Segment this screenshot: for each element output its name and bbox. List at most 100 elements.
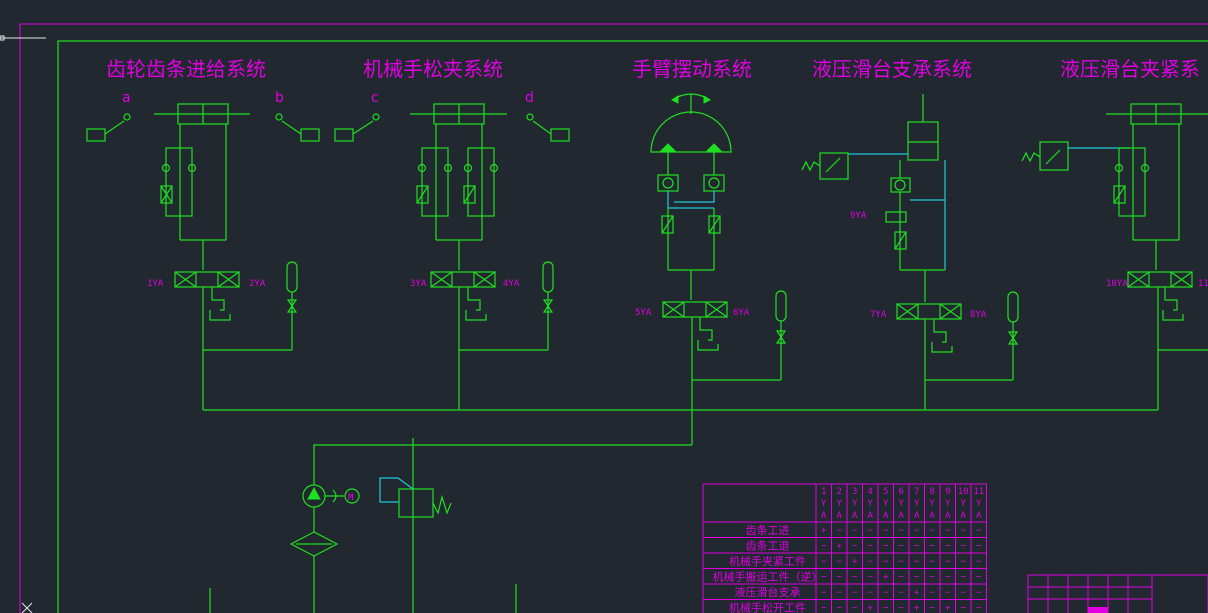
table-cell: − (976, 588, 982, 598)
solenoid-8ya: 8YA (970, 310, 987, 320)
table-cell: + (868, 604, 874, 613)
table-col-header: 3 (852, 487, 857, 497)
table-row-label: 机械手搬运工件（逆） (713, 570, 823, 584)
switch-label-c: c (371, 90, 379, 106)
table-col-header: Y (976, 499, 982, 509)
table-cell: − (899, 573, 905, 583)
table-row-label: 齿条工退 (746, 539, 790, 553)
table-col-header: A (914, 511, 920, 521)
table-cell: − (821, 604, 827, 613)
table-cell: + (945, 604, 951, 613)
arm-swing-circuit (650, 93, 787, 445)
table-cell: + (914, 604, 920, 613)
table-cell: + (837, 542, 843, 552)
table-col-header: Y (883, 499, 889, 509)
table-cell: − (837, 557, 843, 567)
table-cell: − (930, 573, 936, 583)
table-cell: − (868, 557, 874, 567)
table-cell: − (961, 573, 967, 583)
table-cell: − (914, 557, 920, 567)
table-cell: − (899, 557, 905, 567)
switch-label-b: b (275, 90, 284, 106)
table-cell: − (837, 526, 843, 536)
table-cell: − (961, 604, 967, 613)
table-cell: − (899, 526, 905, 536)
motor-label: M (348, 493, 354, 503)
table-cell: − (821, 542, 827, 552)
table-col-header: A (883, 511, 889, 521)
table-cell: − (961, 542, 967, 552)
solenoid-1ya: 1YA (147, 279, 164, 289)
table-cell: − (945, 542, 951, 552)
table-cell: − (899, 542, 905, 552)
title-rack-feed: 齿轮齿条进给系统 (106, 57, 266, 81)
table-cell: − (883, 604, 889, 613)
solenoid-11ya: 11 (1198, 279, 1208, 289)
table-cell: + (852, 557, 858, 567)
table-col-header: Y (961, 499, 967, 509)
table-col-header: A (961, 511, 967, 521)
table-col-header: Y (837, 499, 843, 509)
table-cell: − (883, 557, 889, 567)
table-cell: + (821, 526, 827, 536)
table-col-header: Y (821, 499, 827, 509)
table-cell: − (961, 588, 967, 598)
table-col-header: 9 (945, 487, 950, 497)
table-col-header: 11 (973, 487, 984, 497)
solenoid-10ya: 10YA (1106, 279, 1128, 289)
table-cell: − (976, 542, 982, 552)
table-col-header: 6 (899, 487, 904, 497)
table-cell: + (914, 588, 920, 598)
table-cell: − (945, 526, 951, 536)
table-col-header: Y (852, 499, 858, 509)
title-slide-clamp: 液压滑台夹紧系 (1060, 57, 1200, 81)
table-cell: − (976, 573, 982, 583)
table-cell: − (976, 526, 982, 536)
title-block (1027, 574, 1208, 613)
table-col-header: A (899, 511, 905, 521)
table-col-header: A (945, 511, 951, 521)
solenoid-2ya: 2YA (249, 279, 266, 289)
table-cell: − (961, 557, 967, 567)
table-cell: − (945, 573, 951, 583)
slide-clamp-circuit (1021, 103, 1208, 410)
table-col-header: Y (899, 499, 905, 509)
drawing-border (0, 23, 1208, 613)
table-col-header: 8 (930, 487, 935, 497)
table-cell: − (961, 526, 967, 536)
table-cell: − (821, 588, 827, 598)
table-cell: − (821, 573, 827, 583)
table-cell: − (837, 573, 843, 583)
table-cell: − (930, 604, 936, 613)
table-col-header: 5 (883, 487, 888, 497)
solenoid-6ya: 6YA (733, 308, 750, 318)
solenoid-action-table: 1YA2YA3YA4YA5YA6YA7YA8YA9YA10YA11YA齿条工进+… (702, 483, 987, 613)
solenoid-5ya: 5YA (635, 308, 652, 318)
table-col-header: 4 (868, 487, 873, 497)
table-cell: − (883, 542, 889, 552)
table-cell: − (914, 526, 920, 536)
table-cell: − (852, 573, 858, 583)
table-cell: − (930, 557, 936, 567)
table-col-header: 1 (821, 487, 826, 497)
table-cell: − (945, 557, 951, 567)
table-cell: − (914, 573, 920, 583)
pump-station: M (209, 477, 517, 613)
table-cell: − (837, 604, 843, 613)
table-cell: − (868, 526, 874, 536)
table-cell: − (883, 588, 889, 598)
table-cell: − (852, 588, 858, 598)
table-col-header: 10 (958, 487, 969, 497)
table-cell: − (945, 588, 951, 598)
table-col-header: A (976, 511, 982, 521)
table-cell: − (868, 542, 874, 552)
table-col-header: Y (945, 499, 951, 509)
table-col-header: A (837, 511, 843, 521)
table-col-header: 2 (837, 487, 842, 497)
table-row-label: 齿条工进 (746, 523, 790, 537)
solenoid-7ya: 7YA (870, 310, 887, 320)
table-cell: + (883, 573, 889, 583)
table-cell: − (852, 604, 858, 613)
table-cell: − (930, 526, 936, 536)
